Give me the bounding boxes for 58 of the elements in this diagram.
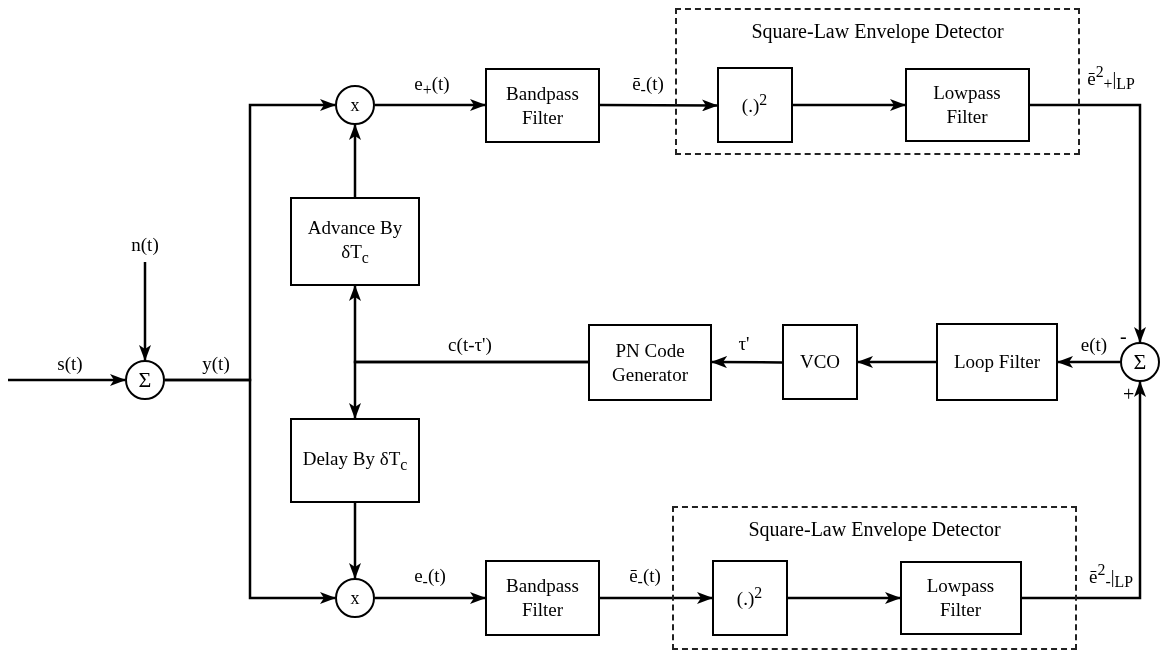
process-block bbox=[290, 197, 420, 286]
arrow bbox=[8, 374, 126, 386]
edge-label: y(t) bbox=[200, 353, 232, 375]
block-label: Bandpass Filter bbox=[505, 574, 580, 622]
arrow bbox=[793, 99, 906, 111]
process-block bbox=[588, 324, 712, 401]
block-label: Loop Filter bbox=[954, 350, 1040, 374]
arrow bbox=[857, 356, 936, 368]
group-title: Square-Law Envelope Detector bbox=[750, 20, 1005, 43]
arrow bbox=[375, 592, 486, 604]
arrow bbox=[349, 124, 361, 197]
arrow bbox=[600, 592, 713, 604]
arrow bbox=[711, 356, 782, 369]
edge-label: e(t) bbox=[1078, 334, 1110, 356]
process-block bbox=[485, 68, 600, 143]
arrow bbox=[1030, 103, 1146, 343]
block-label: (.)$^{2}$ bbox=[741, 90, 768, 119]
arrow bbox=[139, 262, 151, 361]
edge-label: n(t) bbox=[129, 234, 161, 256]
sign-label: + bbox=[1123, 384, 1135, 404]
junction-circle bbox=[335, 85, 375, 125]
process-block bbox=[899, 560, 1022, 635]
arrow bbox=[1057, 356, 1120, 368]
block-label: Σ bbox=[138, 367, 152, 393]
arrow bbox=[1022, 381, 1146, 600]
junction-circle bbox=[1120, 342, 1160, 382]
process-block bbox=[904, 67, 1030, 142]
arrow bbox=[600, 99, 718, 112]
block-label: Lowpass Filter bbox=[925, 573, 996, 622]
process-block bbox=[782, 324, 858, 400]
detector-group bbox=[672, 506, 1077, 650]
sign-label: - bbox=[1120, 326, 1127, 346]
detector-group bbox=[675, 8, 1080, 155]
block-label: Delay By δT$_{c}$ bbox=[302, 446, 408, 475]
block-label: Advance By δT$_{c}$ bbox=[306, 215, 404, 268]
arrow bbox=[349, 360, 588, 419]
junction-circle bbox=[125, 360, 165, 400]
junction-circle bbox=[335, 578, 375, 618]
block-label: x bbox=[350, 94, 360, 116]
arrow bbox=[788, 592, 901, 604]
group-title: Square-Law Envelope Detector bbox=[747, 518, 1002, 541]
arrow bbox=[165, 378, 336, 604]
block-label: Lowpass Filter bbox=[932, 80, 1002, 129]
arrow bbox=[375, 99, 486, 111]
block-label: x bbox=[350, 587, 360, 609]
process-block bbox=[711, 559, 788, 636]
edge-label: s(t) bbox=[55, 353, 85, 375]
arrow bbox=[349, 503, 361, 579]
block-label: VCO bbox=[799, 350, 841, 374]
block-label: Σ bbox=[1133, 349, 1147, 375]
block-label: Bandpass Filter bbox=[505, 81, 580, 130]
block-label: PN Code Generator bbox=[611, 338, 689, 387]
block-label: (.)$^{2}$ bbox=[736, 583, 763, 612]
edge-label: c(t-τ') bbox=[446, 334, 494, 356]
process-block bbox=[290, 418, 420, 503]
process-block bbox=[716, 66, 793, 143]
process-block bbox=[936, 323, 1058, 401]
process-block bbox=[485, 560, 600, 636]
